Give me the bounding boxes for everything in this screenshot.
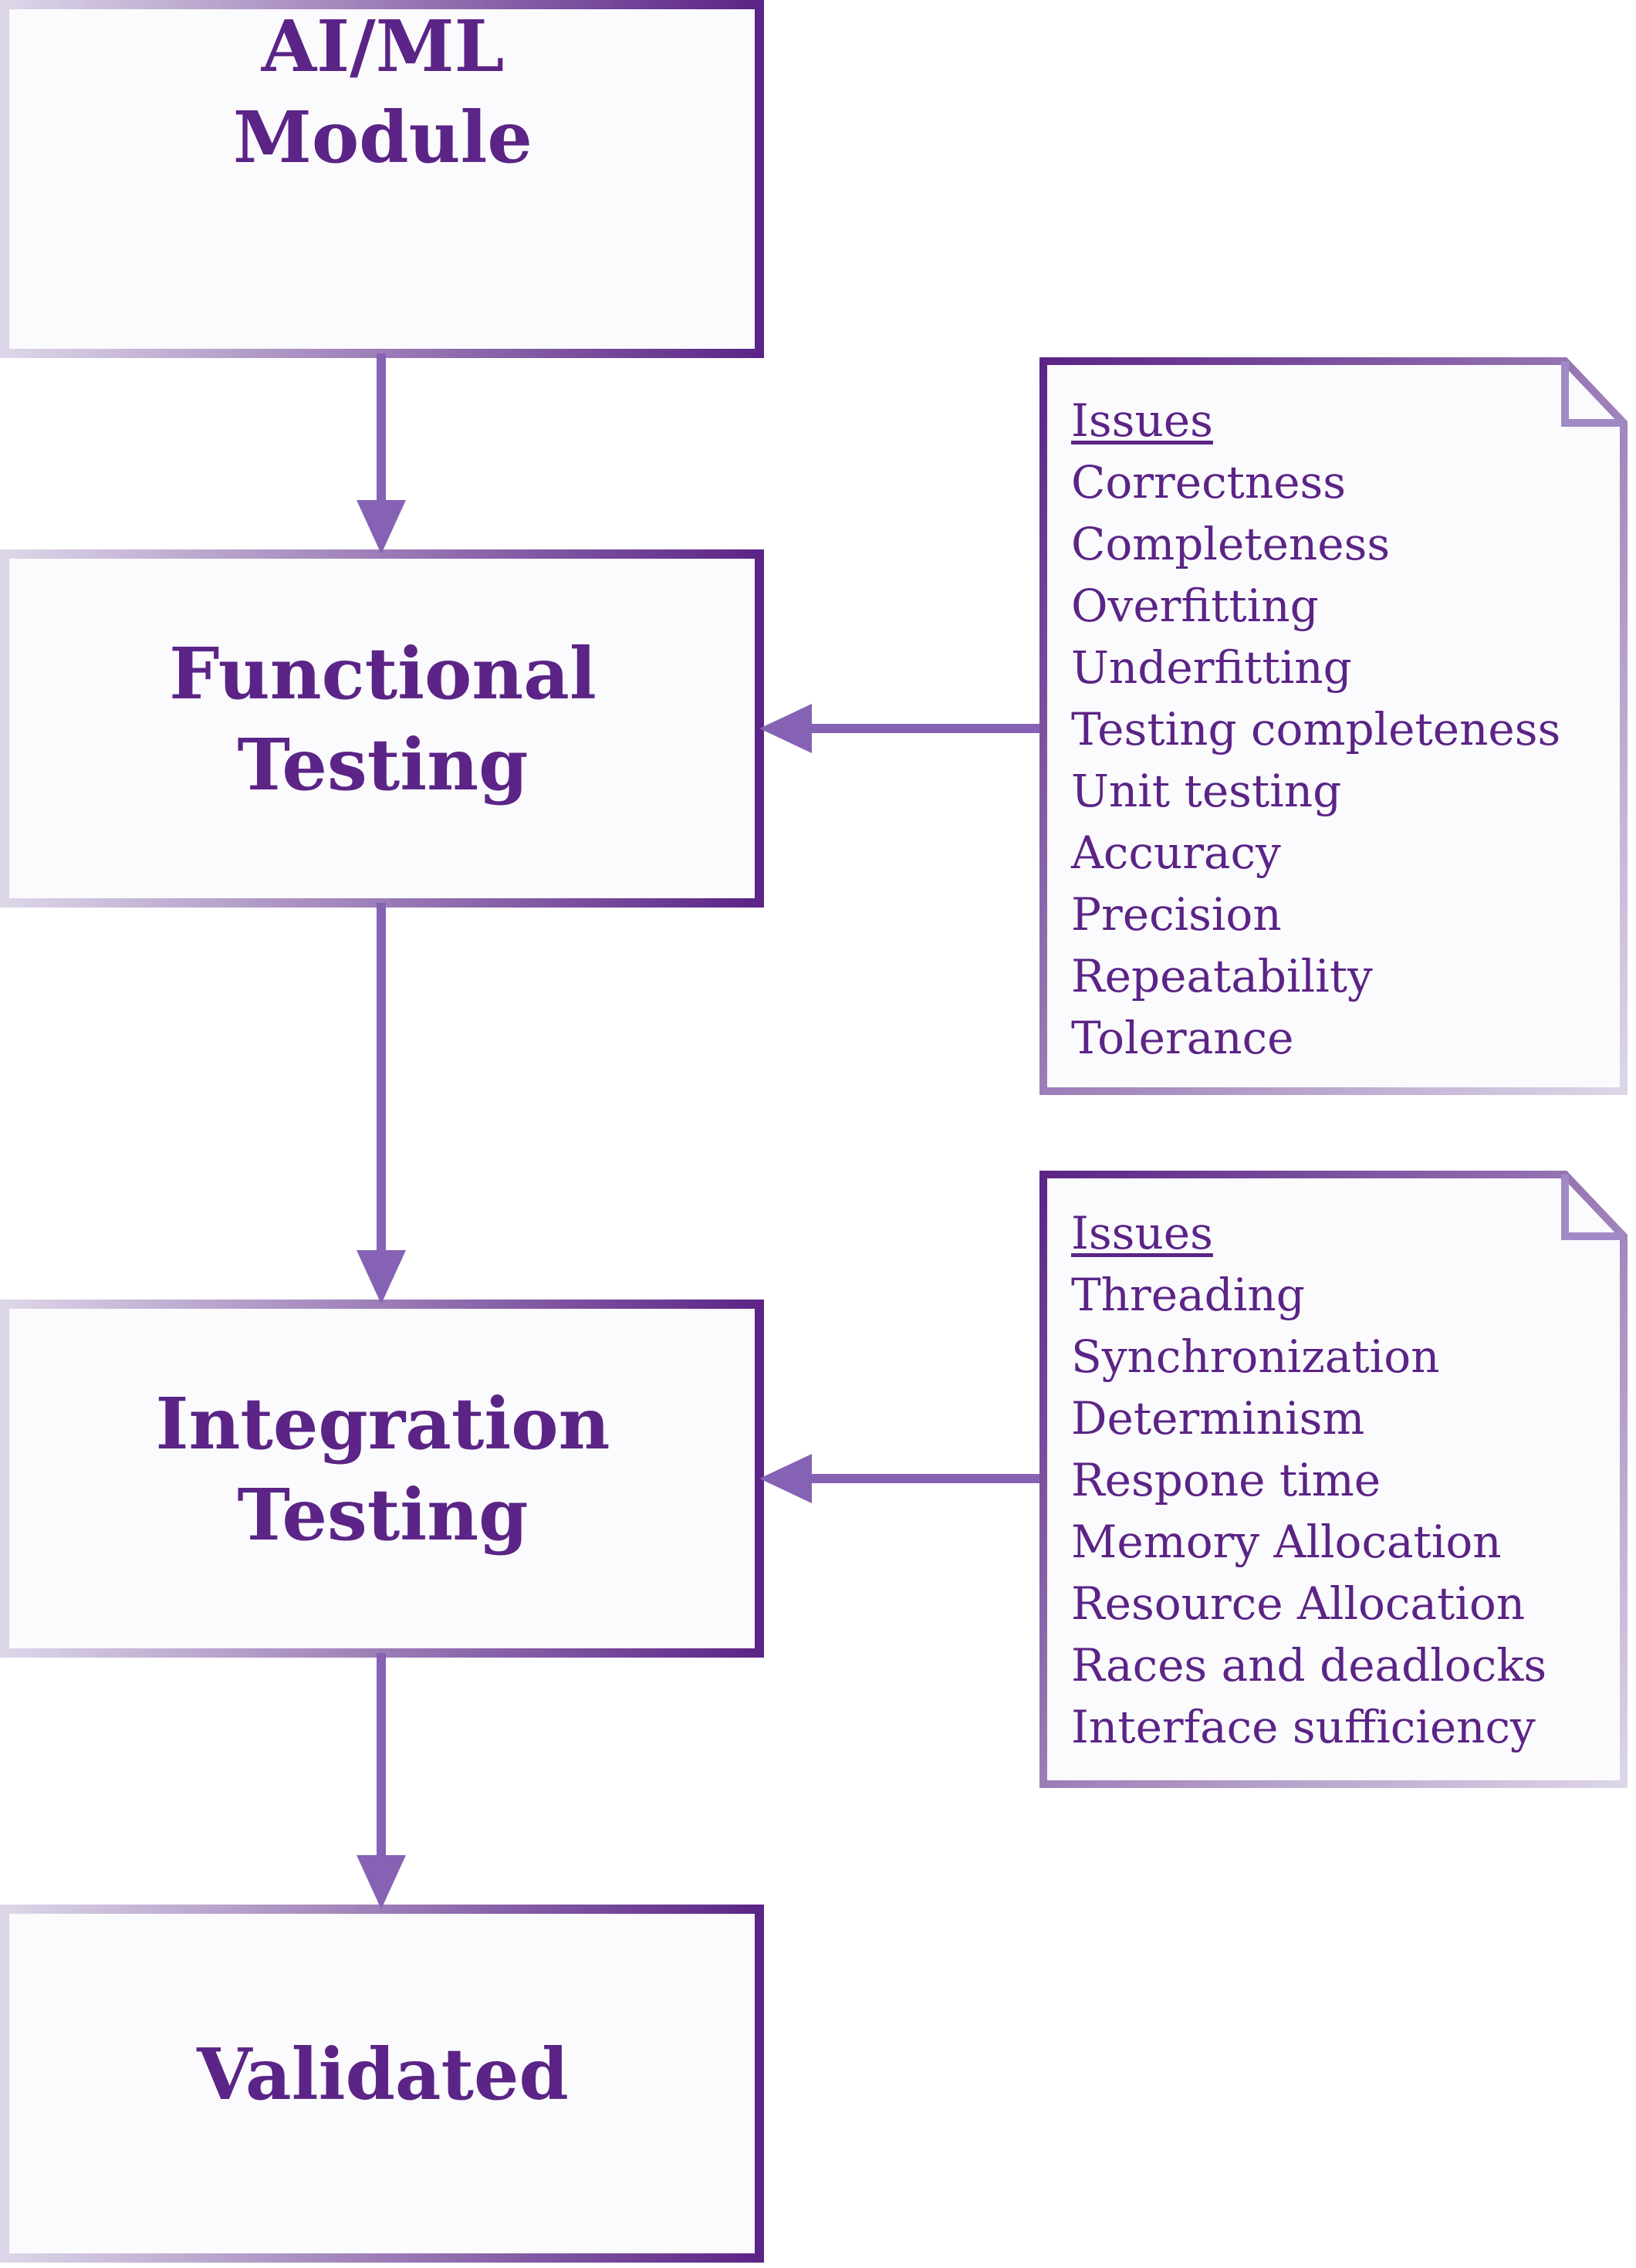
issue-item: Threading: [1071, 1269, 1305, 1321]
box-ai-ml-module-shape: [0, 0, 764, 358]
box-functional-testing: Functional Testing: [0, 549, 766, 908]
issue-item: Synchronization: [1071, 1330, 1440, 1383]
box-validated-label: Validated: [197, 2033, 569, 2116]
box-ai-ml-module-label: AI/ML Module: [233, 5, 532, 179]
box-functional-testing-label: Functional Testing: [169, 632, 597, 806]
issue-item: Repeatability: [1071, 950, 1373, 1002]
note-heading: Issues: [1071, 1207, 1213, 1259]
issue-item: Precision: [1071, 888, 1282, 941]
box-integration-testing-shape: [0, 1300, 764, 1658]
box-integration-testing: Integration Testing: [0, 1300, 766, 1658]
box-validated-shape: [0, 1905, 764, 2263]
note-functional-issues: Issues Correctness Completeness Overfitt…: [1071, 390, 1561, 1069]
issue-item: Overfitting: [1071, 580, 1319, 632]
arrow-functional-to-integration: [357, 903, 406, 1304]
issue-item: Memory Allocation: [1071, 1516, 1502, 1568]
issue-item: Testing completeness: [1071, 703, 1561, 755]
arrow-integration-issues: [759, 1454, 1043, 1503]
note-integration-issues: Issues Threading Synchronization Determi…: [1071, 1202, 1557, 1758]
arrow-module-to-functional: [357, 353, 406, 554]
box-validated: Validated: [0, 1905, 766, 2263]
issue-item: Interface sufficiency: [1071, 1701, 1536, 1753]
box-ai-ml-module: AI/ML Module: [0, 0, 766, 358]
issue-item: Tolerance: [1071, 1012, 1294, 1064]
box-integration-testing-label: Integration Testing: [155, 1382, 610, 1557]
note-heading: Issues: [1071, 394, 1213, 447]
issue-item: Unit testing: [1071, 765, 1342, 817]
issue-list: Correctness Completeness Overfitting Und…: [1071, 451, 1561, 1069]
box-functional-testing-shape: [0, 549, 764, 908]
issue-item: Races and deadlocks: [1071, 1639, 1547, 1692]
issue-item: Completeness: [1071, 518, 1391, 570]
arrow-integration-to-validated: [357, 1653, 406, 1909]
note-integration-issues-shape: [1039, 1171, 1628, 1788]
issue-item: Correctness: [1071, 456, 1347, 509]
issue-item: Accuracy: [1071, 826, 1281, 879]
issue-list: Threading Synchronization Determinism Re…: [1071, 1264, 1557, 1758]
issue-item: Respone time: [1071, 1454, 1381, 1506]
note-functional-issues-shape: [1039, 357, 1628, 1095]
arrow-functional-issues: [759, 704, 1043, 753]
issue-item: Resource Allocation: [1071, 1577, 1526, 1630]
issue-item: Underfitting: [1071, 641, 1352, 694]
issue-item: Determinism: [1071, 1392, 1365, 1445]
